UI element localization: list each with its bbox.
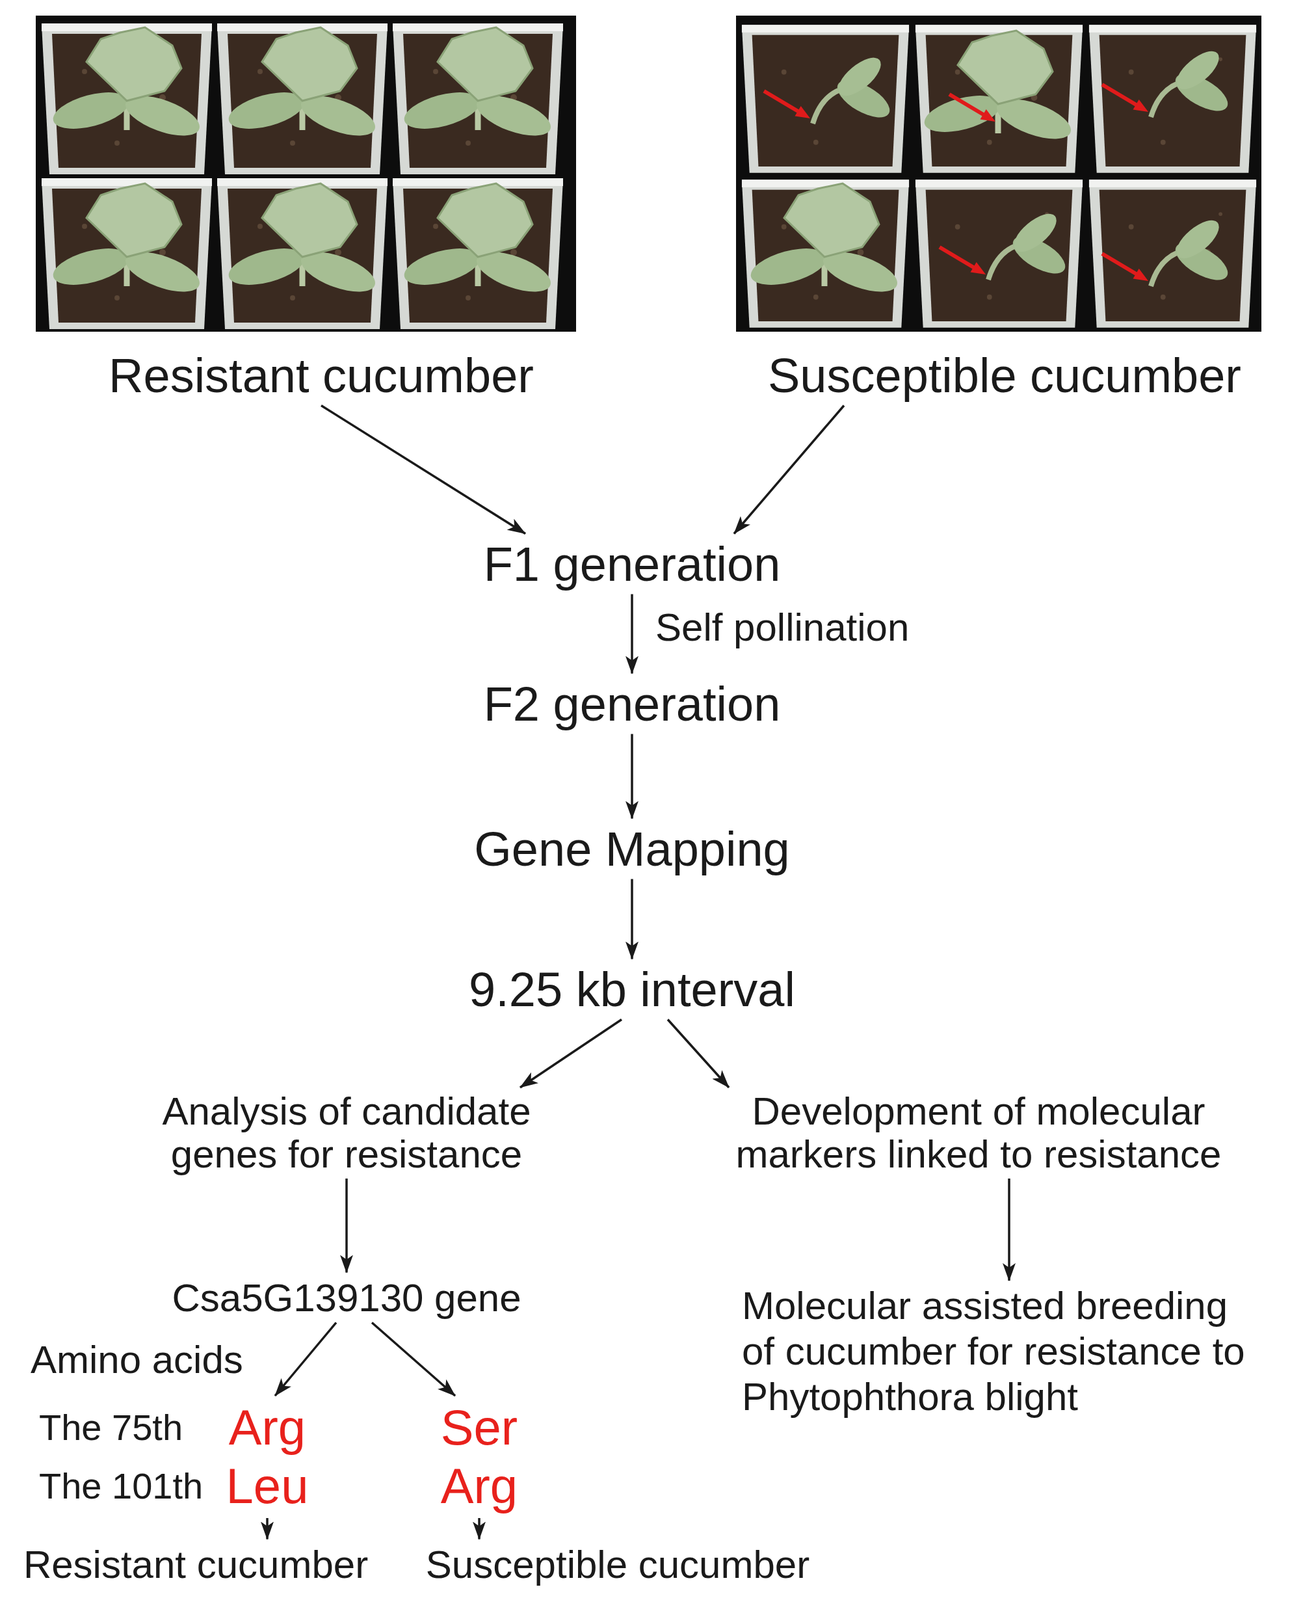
flow-arrow — [275, 1322, 337, 1396]
pot — [1089, 24, 1257, 173]
flow-arrow — [1007, 1178, 1011, 1281]
node-text: Susceptible cucumber — [425, 1541, 810, 1587]
node-text: Arg — [440, 1456, 518, 1515]
healthy-seedling — [400, 27, 556, 144]
node-text: Analysis of candidate genes for resistan… — [131, 1089, 562, 1176]
amino-acid-column: ArgLeu — [226, 1397, 309, 1515]
process-step: Development of molecular markers linked … — [711, 1089, 1246, 1176]
generation-step: F1 generation — [483, 536, 781, 592]
healthy-seedling — [224, 183, 381, 300]
node-text: Csa5G139130 gene — [171, 1275, 521, 1320]
generation-step: F2 generation — [483, 676, 781, 732]
node-text: Resistant cucumber — [23, 1541, 369, 1587]
susceptible-photo — [736, 15, 1262, 332]
photo-ground — [736, 15, 1262, 332]
node-text: F1 generation — [483, 536, 781, 592]
process-step: Analysis of candidate genes for resistan… — [131, 1089, 562, 1176]
pot — [217, 178, 388, 330]
red-pointer-arrow — [763, 91, 811, 119]
pot — [741, 24, 909, 173]
flow-arrow — [734, 405, 844, 534]
flow-arrow — [520, 1019, 622, 1088]
pot — [392, 178, 564, 330]
healthy-seedling — [224, 27, 381, 144]
node-text: Resistant cucumber — [108, 347, 534, 404]
node-text: F2 generation — [483, 676, 781, 732]
phenotype-text: Susceptible cucumber — [425, 1541, 810, 1587]
red-pointer-arrow — [1102, 253, 1149, 281]
node-text: Susceptible cucumber — [767, 347, 1242, 404]
healthy-seedling — [400, 183, 556, 300]
wilted-seedling — [1150, 44, 1234, 118]
node-text: Leu — [226, 1456, 309, 1515]
gene-name: Csa5G139130 gene — [171, 1275, 521, 1320]
flow-arrow — [667, 1019, 729, 1088]
process-step: Gene Mapping — [473, 821, 790, 877]
phenotype-text: Resistant cucumber — [23, 1541, 369, 1587]
flow-arrow — [345, 1178, 348, 1273]
red-pointer-arrow — [1102, 84, 1149, 112]
wilted-seedling — [1150, 213, 1234, 287]
node-text: Gene Mapping — [473, 821, 790, 877]
pot — [1089, 179, 1257, 328]
seedling — [920, 30, 1077, 147]
photo-caption: Resistant cucumber — [108, 347, 534, 404]
red-pointer-arrow — [949, 94, 996, 122]
process-step: 9.25 kb interval — [468, 961, 796, 1017]
outcome-text: Molecular assisted breeding of cucumber … — [741, 1282, 1259, 1420]
node-text: Development of molecular markers linked … — [711, 1089, 1246, 1176]
wilted-seedling — [812, 50, 896, 125]
amino-acid-column: SerArg — [440, 1397, 518, 1515]
node-text: Molecular assisted breeding of cucumber … — [741, 1282, 1259, 1420]
pot — [41, 178, 212, 330]
healthy-seedling — [49, 27, 205, 144]
flow-arrow — [630, 594, 634, 674]
pot — [392, 23, 564, 175]
pot — [741, 179, 909, 328]
red-pointer-arrow — [939, 247, 986, 275]
node-text: Ser — [440, 1397, 518, 1457]
resistant-photo — [35, 15, 577, 332]
pot — [915, 179, 1083, 328]
healthy-seedling — [49, 183, 205, 300]
row-label: Amino acids — [30, 1336, 244, 1382]
edge-label: Self pollination — [655, 604, 909, 650]
flow-arrow — [630, 879, 634, 960]
row-label: The 101th — [39, 1464, 203, 1507]
flow-arrow — [630, 734, 634, 819]
flow-arrow — [321, 405, 526, 534]
pot — [217, 23, 388, 175]
seedling — [747, 183, 903, 300]
node-text: 9.25 kb interval — [468, 961, 796, 1017]
flow-arrow — [477, 1517, 481, 1540]
wilted-seedling — [988, 206, 1071, 281]
pot — [915, 24, 1083, 173]
photo-caption: Susceptible cucumber — [767, 347, 1242, 404]
pot — [41, 23, 212, 175]
node-text: Arg — [226, 1397, 309, 1457]
flow-arrow — [371, 1322, 456, 1396]
row-label: The 75th — [39, 1406, 183, 1448]
photo-ground — [35, 15, 577, 332]
flow-arrow — [265, 1517, 269, 1540]
